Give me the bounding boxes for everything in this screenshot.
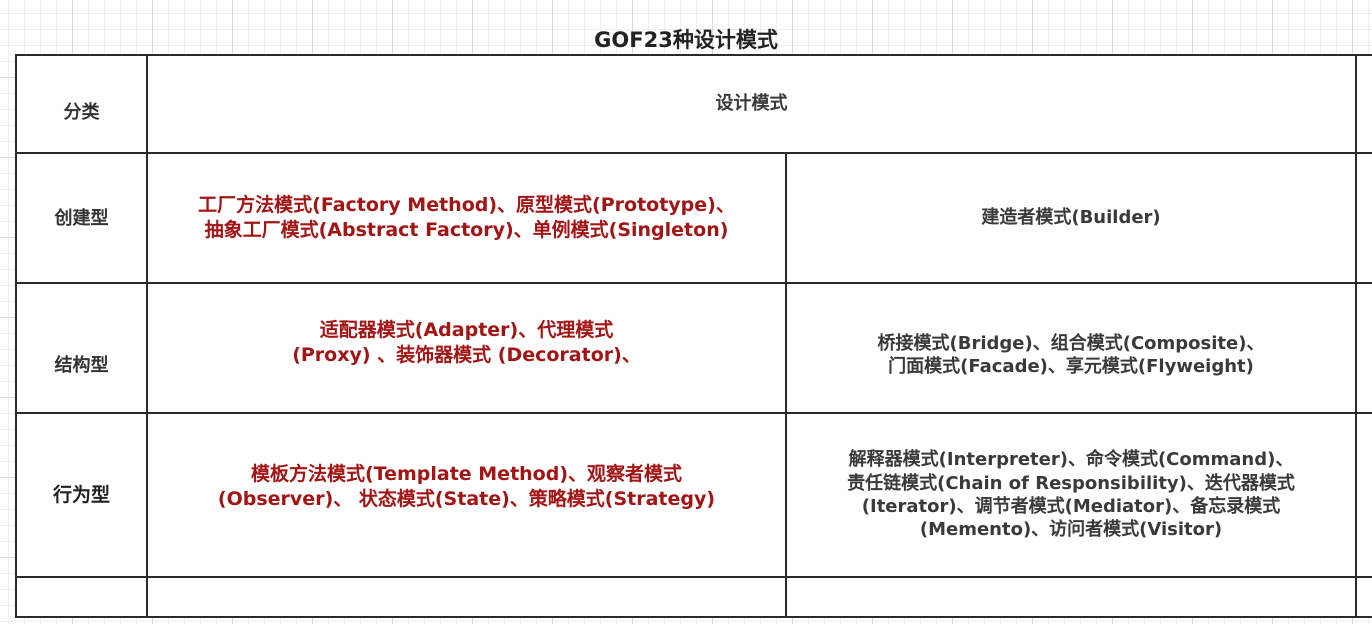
header-patterns-cell: 设计模式 (146, 54, 1357, 154)
right-edge-cell (1355, 576, 1372, 618)
table-row-behavioral: 行为型 模板方法模式(Template Method)、观察者模式 (Obser… (15, 412, 1372, 578)
table-row-empty (15, 576, 1372, 618)
behavioral-red-line-2: (Observer)、 状态模式(State)、策略模式(Strategy) (217, 488, 716, 510)
header-category-cell: 分类 (15, 54, 148, 154)
behavioral-dark-patterns-cell: 解释器模式(Interpreter)、命令模式(Command)、 责任链模式(… (785, 412, 1357, 578)
right-edge-cell (1355, 282, 1372, 414)
category-cell-structural: 结构型 (15, 282, 148, 414)
creational-red-patterns-cell: 工厂方法模式(Factory Method)、原型模式(Prototype)、 … (146, 152, 787, 284)
creational-red-line-1: 工厂方法模式(Factory Method)、原型模式(Prototype)、 (198, 194, 735, 217)
behavioral-dark-line-2: 责任链模式(Chain of Responsibility)、迭代器模式 (847, 472, 1295, 494)
behavioral-dark-line-3: (Iterator)、调节者模式(Mediator)、备忘录模式 (861, 496, 1281, 517)
table-header-row: 分类 设计模式 (15, 54, 1372, 154)
behavioral-red-patterns-cell: 模板方法模式(Template Method)、观察者模式 (Observer)… (146, 412, 787, 578)
category-cell-behavioral: 行为型 (15, 412, 148, 578)
structural-dark-line-1: 桥接模式(Bridge)、组合模式(Composite)、 (877, 332, 1265, 354)
right-edge-cell (1355, 54, 1372, 154)
behavioral-dark-line-1: 解释器模式(Interpreter)、命令模式(Command)、 (848, 449, 1294, 471)
empty-dark-cell (785, 576, 1357, 618)
creational-red-line-2: 抽象工厂模式(Abstract Factory)、单例模式(Singleton) (204, 219, 729, 241)
behavioral-red-line-1: 模板方法模式(Template Method)、观察者模式 (250, 463, 683, 486)
creational-dark-patterns-cell: 建造者模式(Builder) (785, 152, 1357, 284)
right-edge-cell (1355, 152, 1372, 284)
table-row-structural: 结构型 适配器模式(Adapter)、代理模式 (Proxy) 、装饰器模式 (… (15, 282, 1372, 414)
empty-red-cell (146, 576, 787, 618)
behavioral-dark-line-4: (Memento)、访问者模式(Visitor) (919, 519, 1223, 541)
page-title: GOF23种设计模式 (594, 28, 778, 52)
creational-dark-line-1: 建造者模式(Builder) (981, 207, 1161, 229)
structural-red-line-1: 适配器模式(Adapter)、代理模式 (319, 319, 614, 342)
structural-dark-line-2: 门面模式(Facade)、享元模式(Flyweight) (888, 356, 1254, 377)
design-pattern-table-container: 分类 设计模式 创建型 工厂方法模式(Factory Method)、原型模式(… (15, 54, 1372, 624)
category-cell-creational: 创建型 (15, 152, 148, 284)
empty-category-cell (15, 576, 148, 618)
table-row-creational: 创建型 工厂方法模式(Factory Method)、原型模式(Prototyp… (15, 152, 1372, 284)
right-edge-cell (1355, 412, 1372, 578)
design-pattern-table: 分类 设计模式 创建型 工厂方法模式(Factory Method)、原型模式(… (15, 54, 1372, 618)
structural-dark-patterns-cell: 桥接模式(Bridge)、组合模式(Composite)、 门面模式(Facad… (785, 282, 1357, 414)
structural-red-patterns-cell: 适配器模式(Adapter)、代理模式 (Proxy) 、装饰器模式 (Deco… (146, 282, 787, 414)
structural-red-line-2: (Proxy) 、装饰器模式 (Decorator)、 (292, 344, 641, 366)
